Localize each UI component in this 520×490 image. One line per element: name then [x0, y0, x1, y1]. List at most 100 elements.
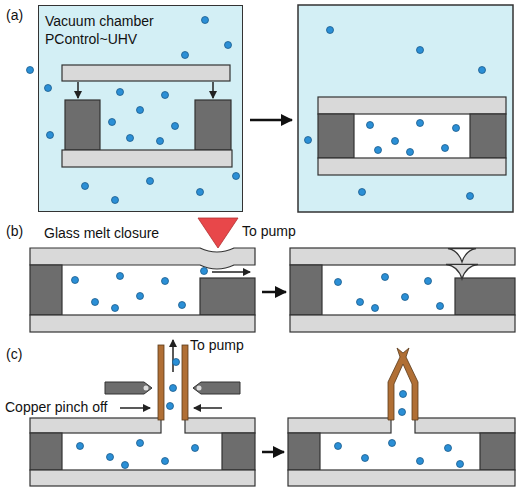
gas-dots	[392, 138, 399, 145]
chamber-open	[195, 100, 231, 150]
glass-melt-after	[290, 265, 322, 315]
gas-dots	[182, 52, 189, 59]
gas-dots	[417, 120, 424, 127]
glass-melt-after	[322, 265, 462, 315]
panel-letter: (b)	[6, 222, 23, 240]
gas-dots	[27, 67, 34, 74]
copper-pinch-after	[388, 348, 418, 420]
gas-dots	[453, 125, 460, 132]
gas-dots	[467, 193, 474, 200]
gas-dots	[400, 391, 407, 398]
gas-dots	[372, 305, 379, 312]
glass-melt-before	[200, 278, 255, 315]
process-arrow	[262, 451, 284, 454]
panel-letter: (a)	[6, 6, 23, 24]
copper-pinch-before	[193, 382, 240, 394]
copper-pinch-after	[415, 418, 515, 433]
chamber-open	[62, 150, 232, 167]
gas-dots	[335, 279, 342, 286]
copper-pinch-after	[288, 418, 391, 433]
glass-melt-before	[30, 265, 62, 315]
chamber-sealed	[470, 114, 506, 158]
copper-pinch-before	[172, 340, 174, 372]
pump-label: To pump	[242, 222, 296, 240]
gas-dots	[417, 47, 424, 54]
gas-dots	[402, 294, 409, 301]
glass-melt-before	[198, 218, 238, 248]
gas-dots	[82, 183, 89, 190]
chamber-sealed	[318, 97, 506, 114]
glass-melt-after	[290, 315, 515, 332]
copper-pinch-before	[120, 407, 150, 409]
copper-pinch-after	[320, 433, 480, 470]
chamber-open	[38, 5, 243, 212]
gas-dots	[167, 403, 174, 410]
gas-dots	[137, 107, 144, 114]
copper-pinch-before	[144, 386, 149, 391]
gas-dots	[162, 458, 169, 465]
step-label: Copper pinch off	[5, 398, 107, 416]
gas-dots	[27, 17, 240, 204]
chamber-open	[212, 82, 214, 98]
copper-pinch-after	[288, 470, 515, 486]
gas-dots	[192, 445, 199, 452]
gas-dots	[172, 123, 179, 130]
glass-melt-before	[62, 265, 200, 315]
copper-pinch-before	[158, 345, 164, 420]
gas-dots	[72, 277, 79, 284]
gas-dots	[107, 454, 114, 461]
chamber-box: Vacuum chamberPControl~UHV	[38, 5, 243, 212]
gas-dots	[47, 132, 54, 139]
copper-pinch-before	[62, 433, 222, 470]
gas-dots	[122, 462, 129, 469]
gas-dots	[225, 42, 232, 49]
copper-pinch-before	[222, 433, 255, 470]
gas-dots	[77, 443, 84, 450]
gas-dots	[45, 85, 52, 92]
gas-dots	[173, 359, 180, 366]
gas-dots	[127, 135, 134, 142]
gas-dots	[417, 458, 424, 465]
gas-dots	[201, 268, 208, 275]
glass-melt-after	[446, 264, 478, 279]
gas-dots	[305, 27, 486, 200]
glass-melt-before	[30, 248, 255, 269]
gas-dots	[170, 385, 177, 392]
gas-dots	[327, 27, 334, 34]
gas-dots	[305, 137, 312, 144]
gas-dots	[335, 391, 464, 468]
gas-dots	[117, 273, 124, 280]
gas-dots	[389, 440, 396, 447]
gas-dots	[425, 278, 432, 285]
copper-pinch-after	[480, 433, 515, 470]
glass-melt-after	[290, 248, 515, 265]
copper-pinch-before	[105, 382, 152, 394]
gas-dots	[72, 268, 208, 312]
gas-dots	[335, 443, 342, 450]
panel-letter: (c)	[6, 345, 22, 363]
copper-pinch-before	[30, 470, 255, 486]
glass-melt-before	[30, 315, 255, 332]
gas-dots	[117, 89, 124, 96]
copper-pinch-before	[30, 433, 62, 470]
chamber-open	[65, 100, 100, 150]
copper-pinch-before	[197, 386, 202, 391]
gas-dots	[197, 189, 204, 196]
gas-dots	[112, 197, 119, 204]
pressure-label: PControl~UHV	[45, 30, 236, 48]
copper-pinch-before	[30, 418, 161, 433]
glass-melt-after	[455, 278, 515, 315]
gas-dots	[92, 299, 99, 306]
gas-dots	[437, 303, 444, 310]
gas-dots	[362, 455, 369, 462]
chamber-title: Vacuum chamber	[45, 12, 236, 30]
glass-melt-before	[212, 271, 250, 273]
chamber-sealed	[318, 158, 506, 175]
gas-dots	[147, 178, 154, 185]
chamber-sealed	[318, 114, 354, 158]
gas-dots	[162, 92, 169, 99]
gas-dots	[359, 189, 366, 196]
gas-dots	[382, 274, 389, 281]
